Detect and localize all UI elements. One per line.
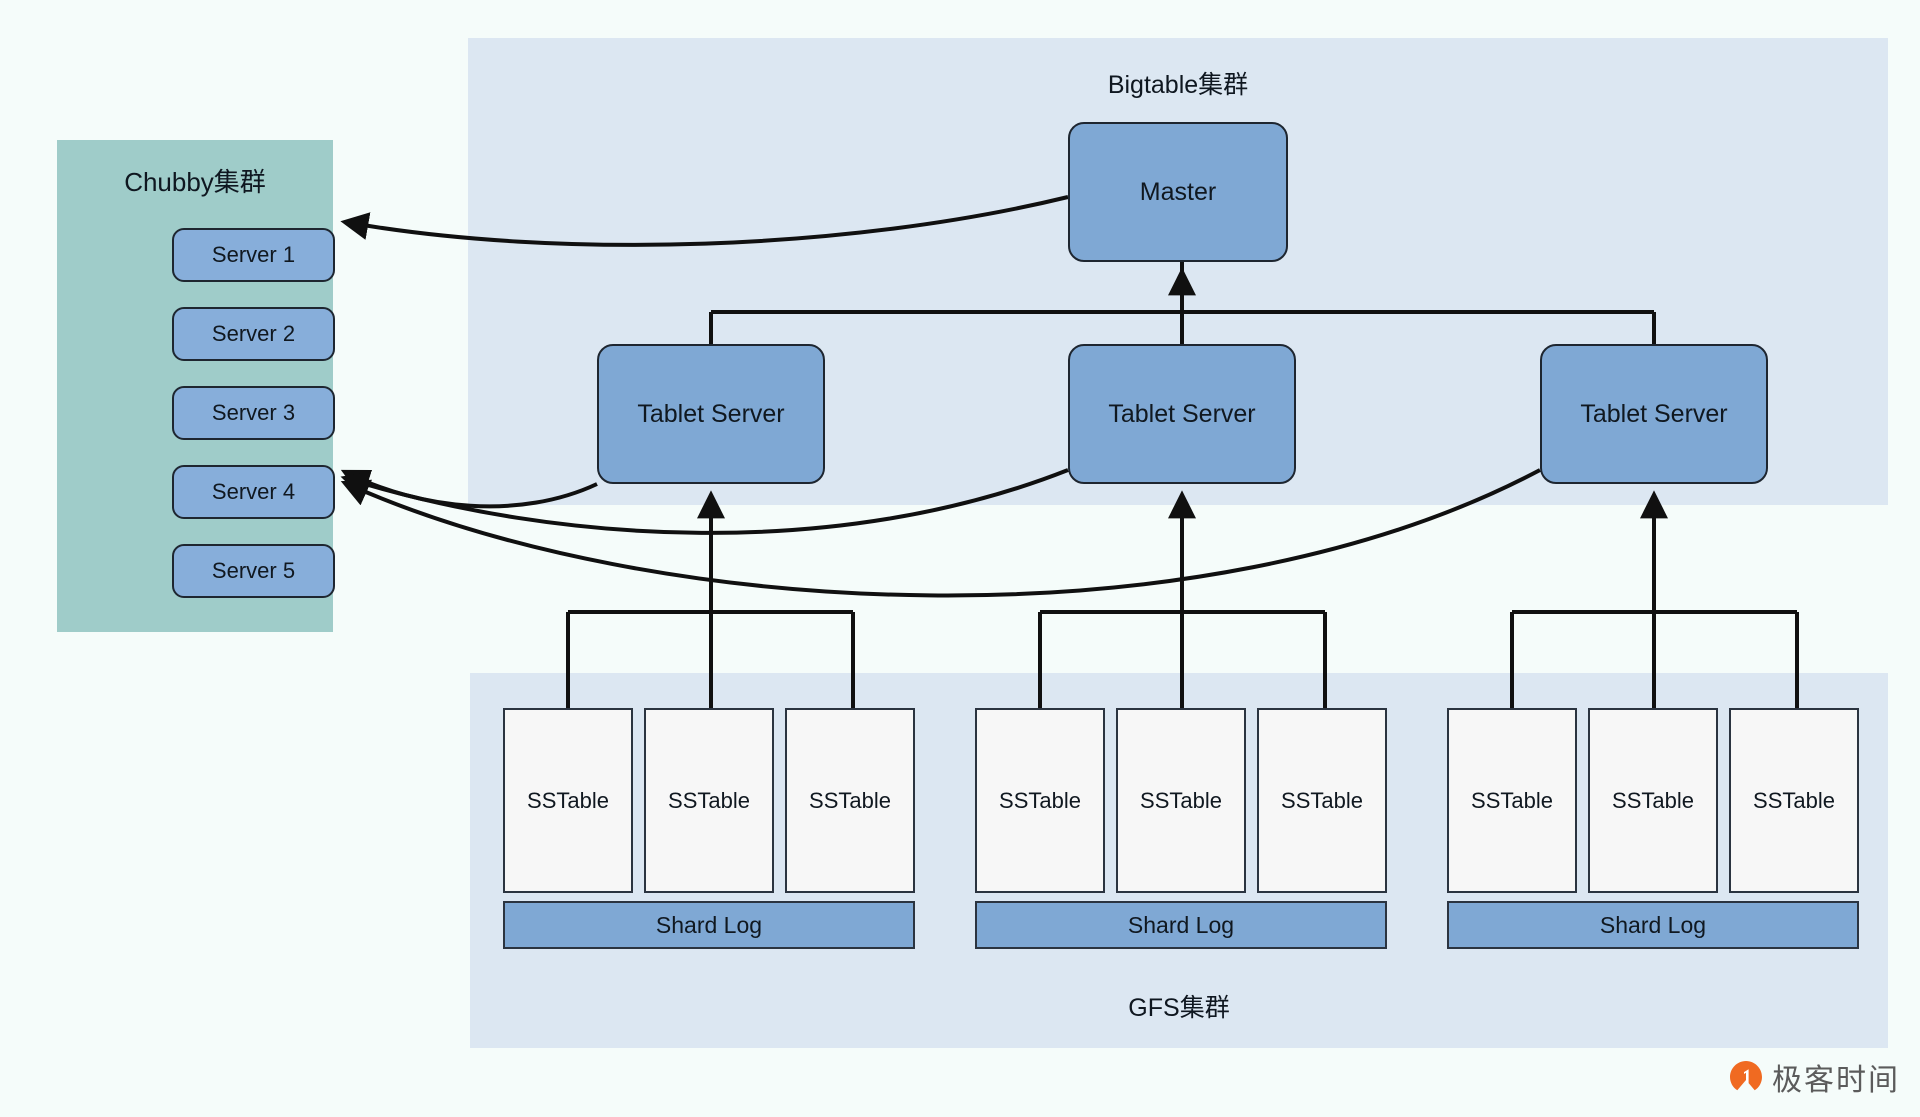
chubby-server-label: Server 3 xyxy=(211,400,296,425)
chubby-cluster-label: Chubby集群 xyxy=(124,167,266,197)
sstable-label: SSTable xyxy=(999,787,1081,813)
sstable-box[interactable]: SSTable xyxy=(1588,708,1718,893)
sstable-label: SSTable xyxy=(1612,787,1694,813)
chubby-server-node[interactable]: Server 5 xyxy=(172,544,335,598)
sstable-box[interactable]: SSTable xyxy=(1447,708,1577,893)
gfs-cluster-label: GFS集群 xyxy=(1128,994,1230,1022)
sstable-box[interactable]: SSTable xyxy=(785,708,915,893)
chubby-server-node[interactable]: Server 3 xyxy=(172,386,335,440)
chubby-server-node[interactable]: Server 2 xyxy=(172,307,335,361)
chubby-server-label: Server 2 xyxy=(211,321,296,346)
tablet-server-node[interactable]: Tablet Server xyxy=(1540,344,1768,484)
chubby-server-label: Server 5 xyxy=(211,558,296,583)
gfs-tablet-group: SSTable SSTable SSTable Shard Log xyxy=(1447,708,1859,949)
tablet-server-label: Tablet Server xyxy=(1108,399,1256,428)
shard-log-label: Shard Log xyxy=(1127,911,1235,938)
chubby-server-node[interactable]: Server 4 xyxy=(172,465,335,519)
bigtable-cluster-label: Bigtable集群 xyxy=(1107,71,1249,99)
sstable-label: SSTable xyxy=(1140,787,1222,813)
watermark-text: 极客时间 xyxy=(1772,1064,1900,1097)
sstable-label: SSTable xyxy=(1753,787,1835,813)
chubby-server-node[interactable]: Server 1 xyxy=(172,228,335,282)
shard-log-bar[interactable]: Shard Log xyxy=(503,901,915,949)
sstable-box[interactable]: SSTable xyxy=(975,708,1105,893)
chubby-cluster-region: Chubby集群 Server 1 Server 2 Server 3 Serv… xyxy=(57,140,335,632)
shard-log-bar[interactable]: Shard Log xyxy=(1447,901,1859,949)
shard-log-label: Shard Log xyxy=(655,911,763,938)
shard-log-bar[interactable]: Shard Log xyxy=(975,901,1387,949)
tablet-server-node[interactable]: Tablet Server xyxy=(1068,344,1296,484)
master-node[interactable]: Master xyxy=(1068,122,1288,262)
sstable-box[interactable]: SSTable xyxy=(644,708,774,893)
tablet-server-node[interactable]: Tablet Server xyxy=(597,344,825,484)
sstable-box[interactable]: SSTable xyxy=(1729,708,1859,893)
geektime-logo-icon xyxy=(1729,1060,1763,1094)
gfs-tablet-group: SSTable SSTable SSTable Shard Log xyxy=(503,708,915,949)
sstable-label: SSTable xyxy=(668,787,750,813)
sstable-label: SSTable xyxy=(809,787,891,813)
master-label: Master xyxy=(1139,177,1217,206)
chubby-server-label: Server 4 xyxy=(211,479,296,504)
gfs-tablet-group: SSTable SSTable SSTable Shard Log xyxy=(975,708,1387,949)
sstable-label: SSTable xyxy=(1281,787,1363,813)
sstable-label: SSTable xyxy=(1471,787,1553,813)
sstable-box[interactable]: SSTable xyxy=(1116,708,1246,893)
sstable-box[interactable]: SSTable xyxy=(503,708,633,893)
tablet-server-label: Tablet Server xyxy=(1580,399,1728,428)
sstable-label: SSTable xyxy=(527,787,609,813)
watermark: 极客时间 xyxy=(1729,1055,1900,1099)
chubby-server-label: Server 1 xyxy=(211,242,296,267)
tablet-server-label: Tablet Server xyxy=(637,399,785,428)
shard-log-label: Shard Log xyxy=(1599,911,1707,938)
sstable-box[interactable]: SSTable xyxy=(1257,708,1387,893)
